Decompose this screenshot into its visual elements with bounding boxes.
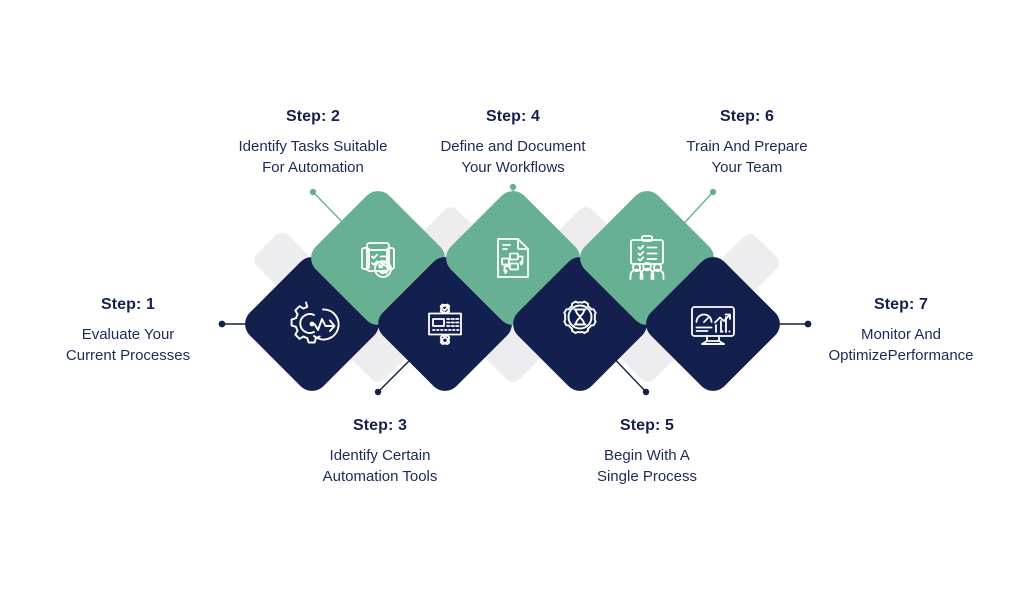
step-node-5[interactable]	[506, 250, 654, 398]
step-label-1: Step: 1 Evaluate Your Current Processes	[20, 294, 236, 366]
step-label-3: Step: 3 Identify Certain Automation Tool…	[277, 415, 483, 487]
step-label-2: Step: 2 Identify Tasks Suitable For Auto…	[180, 106, 446, 178]
step-title: Step: 1	[100, 296, 156, 313]
step-label-4: Step: 4 Define and Document Your Workflo…	[413, 106, 613, 178]
checklist-cards-refresh-icon	[348, 228, 408, 288]
step-title: Step: 6	[719, 108, 775, 125]
step-title: Step: 7	[873, 296, 929, 313]
step-title: Step: 2	[285, 108, 341, 125]
gear-analytics-arrow-icon	[282, 294, 342, 354]
step-node-2[interactable]	[304, 184, 452, 332]
step-description: Train And Prepare Your Team	[686, 138, 808, 176]
step-description: Begin With A Single Process	[596, 447, 698, 485]
step-node-6[interactable]	[573, 184, 721, 332]
step-label-6: Step: 6 Train And Prepare Your Team	[650, 106, 844, 178]
document-flowchart-icon	[483, 228, 543, 288]
step-description: Monitor And OptimizePerformance	[828, 326, 974, 364]
gear-hourglass-icon	[550, 294, 610, 354]
step-node-4[interactable]	[439, 184, 587, 332]
training-board-team-icon	[617, 228, 677, 288]
step-title: Step: 5	[619, 417, 675, 434]
step-description: Identify Tasks Suitable For Automation	[238, 138, 388, 176]
machine-panel-gears-icon	[415, 294, 475, 354]
step-label-7: Step: 7 Monitor And OptimizePerformance	[795, 294, 1007, 366]
step-node-7[interactable]	[639, 250, 787, 398]
step-description: Identify Certain Automation Tools	[322, 447, 438, 485]
step-description: Define and Document Your Workflows	[440, 138, 586, 176]
step-title: Step: 4	[485, 108, 541, 125]
step-title: Step: 3	[352, 417, 408, 434]
step-node-3[interactable]	[371, 250, 519, 398]
step-label-5: Step: 5 Begin With A Single Process	[545, 415, 749, 487]
step-node-1[interactable]	[238, 250, 386, 398]
step-description: Evaluate Your Current Processes	[65, 326, 191, 364]
monitor-dashboard-chart-icon	[683, 294, 743, 354]
